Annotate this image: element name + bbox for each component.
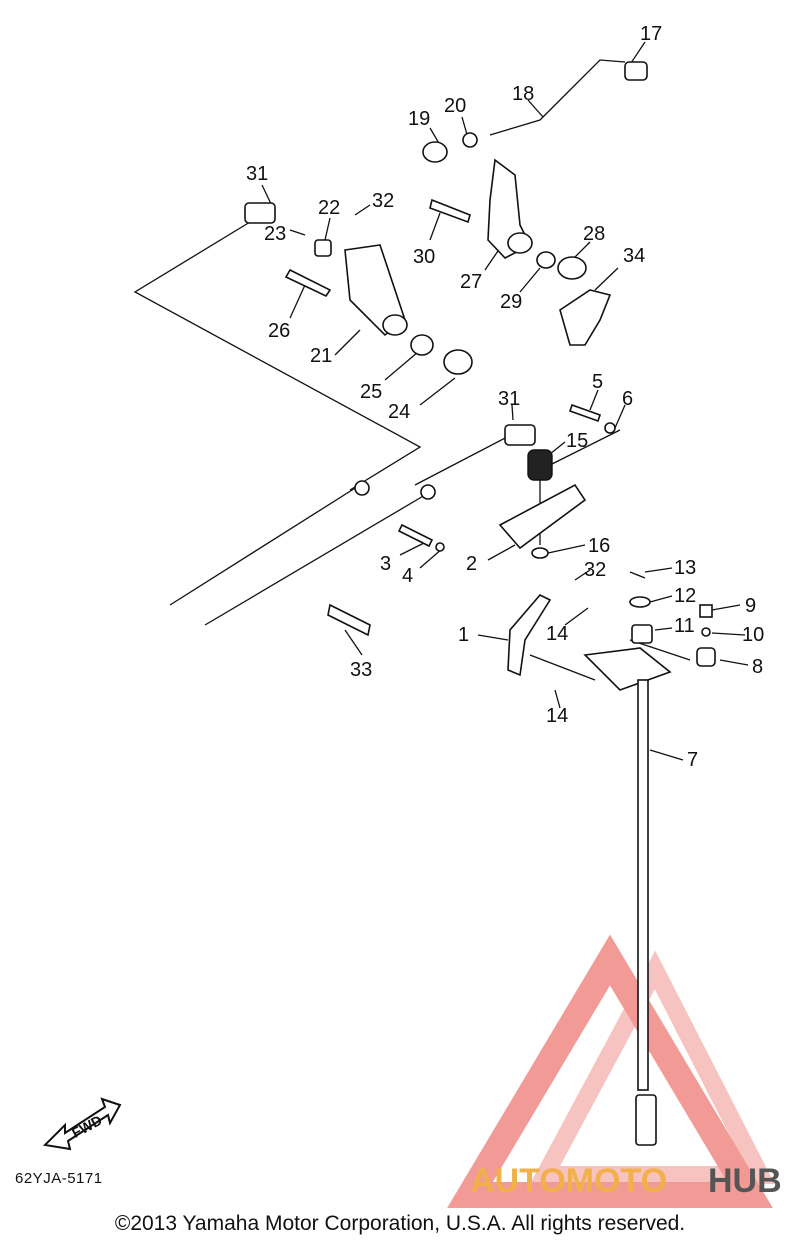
callout-32-lower: 32 xyxy=(584,559,606,581)
watermark-text-hub: HUB xyxy=(708,1162,782,1200)
callout-12: 12 xyxy=(674,585,696,607)
callout-15: 15 xyxy=(566,430,588,452)
fwd-arrow-icon: FWD xyxy=(42,1097,122,1151)
callout-31-upper: 31 xyxy=(246,163,268,185)
part-3-bolt xyxy=(397,523,434,548)
callout-10: 10 xyxy=(742,624,764,646)
callout-25: 25 xyxy=(360,381,382,403)
part-4-washer xyxy=(435,542,445,552)
callout-17: 17 xyxy=(640,23,662,45)
part-22-collar xyxy=(314,239,332,257)
watermark-text: AUTOMOTO HUB xyxy=(470,1162,782,1200)
part-30-bolt xyxy=(429,198,471,224)
callout-14-upper: 14 xyxy=(546,623,568,645)
callout-4: 4 xyxy=(402,565,413,587)
part-17-clip xyxy=(624,61,648,81)
part-9-spring xyxy=(699,604,713,618)
part-13-pin xyxy=(629,571,646,579)
parts xyxy=(169,59,716,1146)
callout-29: 29 xyxy=(500,291,522,313)
part-6-washer xyxy=(604,422,616,434)
part-7-arm xyxy=(583,647,672,691)
part-2-arm xyxy=(498,483,587,550)
part-16-washer xyxy=(531,547,549,559)
part-25-collar xyxy=(410,334,434,356)
callout-32-upper: 32 xyxy=(372,190,394,212)
watermark-logo xyxy=(447,934,775,1208)
part-33-clip xyxy=(327,603,371,637)
callout-16: 16 xyxy=(588,535,610,557)
callout-28: 28 xyxy=(583,223,605,245)
callout-13: 13 xyxy=(674,557,696,579)
callout-24: 24 xyxy=(388,401,410,423)
fwd-label: FWD xyxy=(69,1112,105,1141)
part-19-joint xyxy=(422,141,448,163)
callout-27: 27 xyxy=(460,271,482,293)
callout-labels: 17 18 19 20 31 22 32 23 30 27 28 34 29 2… xyxy=(246,23,764,771)
part-20-nut xyxy=(462,132,478,148)
callout-8: 8 xyxy=(752,656,763,678)
part-31-joint-lower xyxy=(504,424,536,446)
callout-7: 7 xyxy=(687,749,698,771)
diagram-code: 62YJA-5171 xyxy=(15,1170,103,1187)
part-28-spring xyxy=(557,256,587,280)
part-29-collar xyxy=(536,251,556,269)
watermark-text-automoto: AUTOMOTO xyxy=(470,1162,667,1200)
part-24-spring xyxy=(443,349,473,375)
part-10-ball xyxy=(701,627,711,637)
callout-34: 34 xyxy=(623,245,645,267)
callout-33: 33 xyxy=(350,659,372,681)
part-5-bolt xyxy=(568,403,602,423)
callout-21: 21 xyxy=(310,345,332,367)
part-31-joint xyxy=(244,202,276,224)
callout-19: 19 xyxy=(408,108,430,130)
callout-22: 22 xyxy=(318,197,340,219)
part-1-lever xyxy=(507,594,552,677)
callout-9: 9 xyxy=(745,595,756,617)
callout-20: 20 xyxy=(444,95,466,117)
callout-30: 30 xyxy=(413,246,435,268)
callout-5: 5 xyxy=(592,371,603,393)
callout-11: 11 xyxy=(674,615,695,637)
callout-3: 3 xyxy=(380,553,391,575)
callout-26: 26 xyxy=(268,320,290,342)
part-15-collar xyxy=(527,449,553,481)
callout-23: 23 xyxy=(264,223,286,245)
callout-2: 2 xyxy=(466,553,477,575)
callout-1: 1 xyxy=(458,624,469,646)
callout-6: 6 xyxy=(622,388,633,410)
part-7-shaft xyxy=(637,679,649,1091)
callout-31-lower: 31 xyxy=(498,388,520,410)
part-34-plate xyxy=(559,289,612,346)
part-8-plug xyxy=(696,647,716,667)
callout-18: 18 xyxy=(512,83,534,105)
part-26-bolt xyxy=(284,268,332,298)
callout-14-lower: 14 xyxy=(546,705,568,727)
part-12-washer xyxy=(629,596,651,608)
part-11-bushing xyxy=(631,624,653,644)
copyright-notice: ©2013 Yamaha Motor Corporation, U.S.A. A… xyxy=(114,1212,686,1235)
